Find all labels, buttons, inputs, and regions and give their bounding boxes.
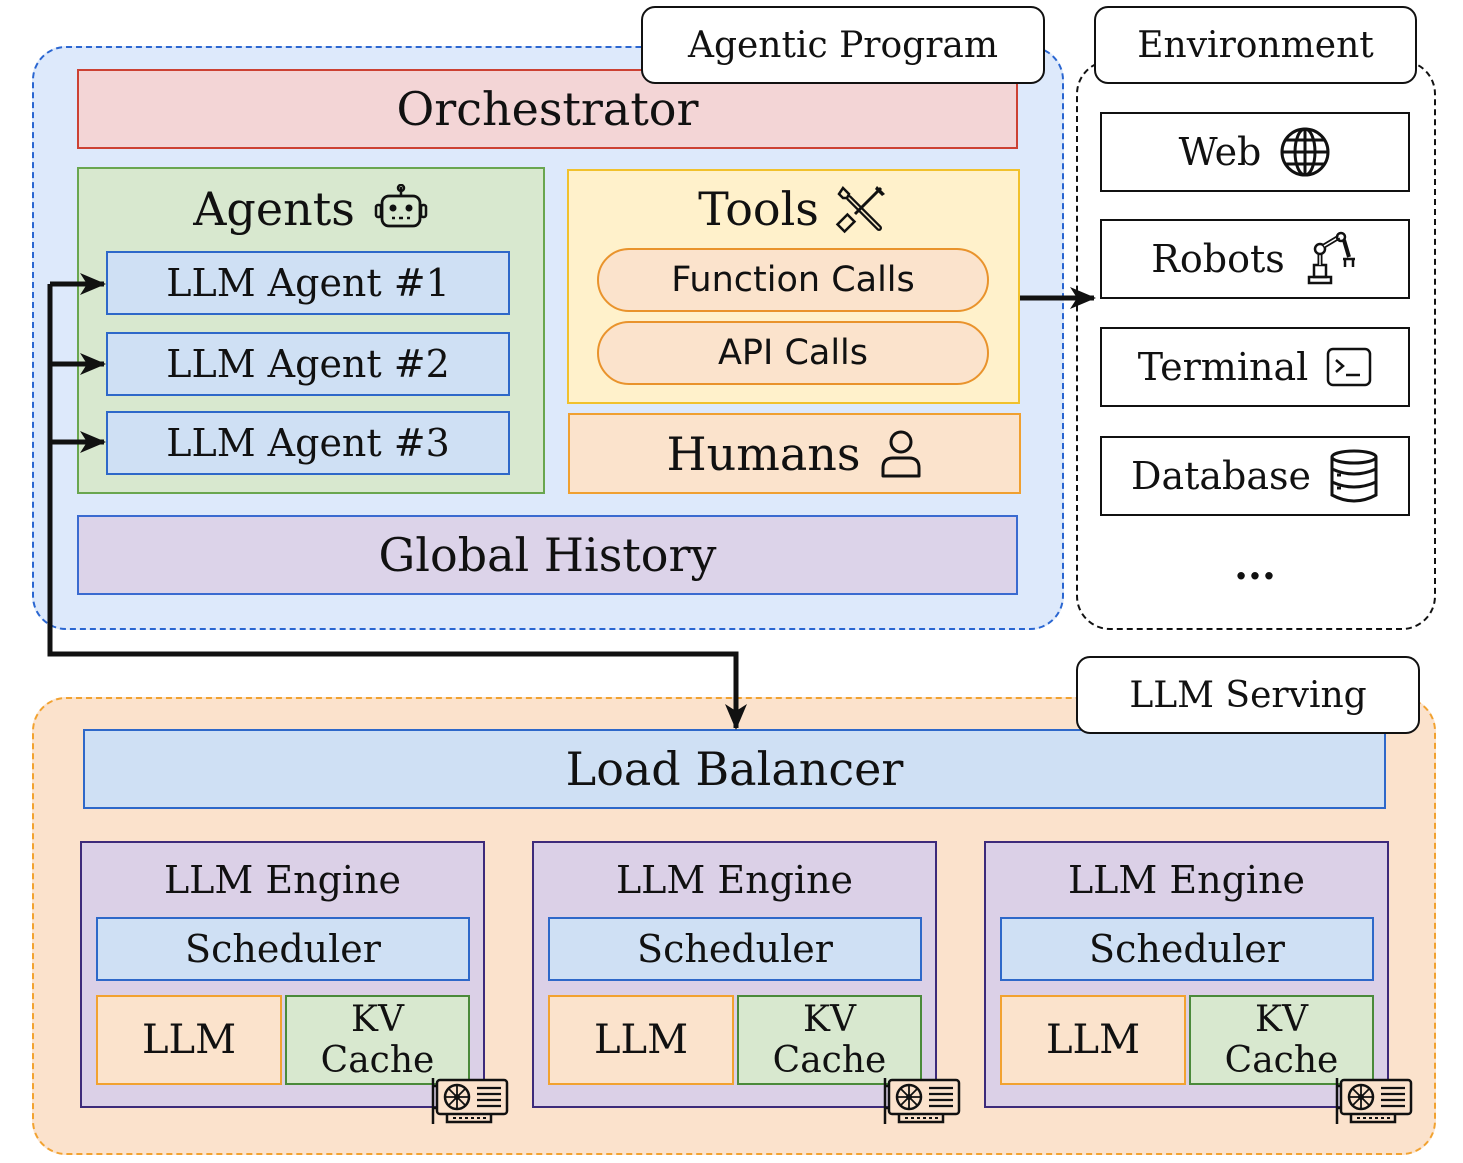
llm-agent-1: LLM Agent #1 [106,251,510,315]
env-item-label: Database [1130,454,1312,498]
kv-cache-box: KV Cache [285,995,470,1085]
global-history-box: Global History [77,515,1018,595]
env-ellipsis: ... [1100,540,1410,590]
kv-cache-box: KV Cache [737,995,922,1085]
llm-agent-3: LLM Agent #3 [106,411,510,475]
llm-label: LLM [593,1017,689,1063]
kv-line2: Cache [1224,1040,1339,1081]
agents-header: Agents [79,179,543,239]
scheduler-box: Scheduler [548,917,922,981]
agent-label: LLM Agent #1 [166,261,450,305]
robot-arm-icon [1303,231,1359,287]
ellipsis-label: ... [1234,541,1276,589]
scheduler-box: Scheduler [96,917,470,981]
engine-title: LLM Engine [163,858,402,902]
load-balancer-label: Load Balancer [565,742,904,796]
llm-agent-2: LLM Agent #2 [106,332,510,396]
llm-serving-label: LLM Serving [1129,674,1367,716]
environment-tag: Environment [1094,6,1417,84]
api-calls-pill: API Calls [597,321,989,385]
kv-line2: Cache [772,1040,887,1081]
orchestrator-box: Orchestrator [77,69,1018,149]
gpu-icon [1335,1074,1415,1130]
env-item-web: Web [1100,112,1410,192]
terminal-icon [1326,347,1372,387]
llm-engine-2: LLM Engine Scheduler LLM KV Cache [532,841,961,1124]
tools-header: Tools [569,179,1018,239]
env-item-label: Terminal [1137,345,1309,389]
tools-title: Tools [698,182,819,236]
gpu-icon [883,1074,963,1130]
scheduler-label: Scheduler [185,927,381,971]
llm-label: LLM [141,1017,237,1063]
environment-label: Environment [1137,24,1374,66]
agents-title: Agents [193,182,355,236]
kv-line1: KV [803,998,856,1040]
tools-icon [835,182,889,236]
env-item-label: Robots [1151,237,1285,281]
env-item-database: Database [1100,436,1410,516]
env-item-label: Web [1178,130,1262,174]
engine-title: LLM Engine [615,858,854,902]
robot-icon [373,184,429,234]
llm-engine-3: LLM Engine Scheduler LLM KV Cache [984,841,1413,1124]
agent-label: LLM Agent #3 [166,421,450,465]
humans-label: Humans [666,426,861,481]
llm-engine-1: LLM Engine Scheduler LLM KV Cache [80,841,509,1124]
env-item-robots: Robots [1100,219,1410,299]
humans-box: Humans [568,413,1021,494]
person-icon [879,428,923,480]
kv-cache-box: KV Cache [1189,995,1374,1085]
kv-line1: KV [1255,998,1308,1040]
global-history-label: Global History [378,528,717,582]
load-balancer-box: Load Balancer [83,729,1386,809]
llm-box: LLM [548,995,734,1085]
llm-label: LLM [1045,1017,1141,1063]
llm-box: LLM [96,995,282,1085]
tool-label: Function Calls [671,260,915,300]
llm-box: LLM [1000,995,1186,1085]
orchestrator-label: Orchestrator [396,82,699,136]
agent-label: LLM Agent #2 [166,342,450,386]
scheduler-box: Scheduler [1000,917,1374,981]
env-item-terminal: Terminal [1100,327,1410,407]
gpu-icon [431,1074,511,1130]
scheduler-label: Scheduler [1089,927,1285,971]
tool-label: API Calls [717,333,869,373]
kv-line1: KV [351,998,404,1040]
scheduler-label: Scheduler [637,927,833,971]
agentic-program-label: Agentic Program [687,24,999,66]
globe-icon [1279,126,1331,178]
llm-serving-tag: LLM Serving [1076,656,1420,734]
kv-line2: Cache [320,1040,435,1081]
database-icon [1329,449,1379,503]
engine-title: LLM Engine [1067,858,1306,902]
function-calls-pill: Function Calls [597,248,989,312]
agentic-program-tag: Agentic Program [641,6,1045,84]
